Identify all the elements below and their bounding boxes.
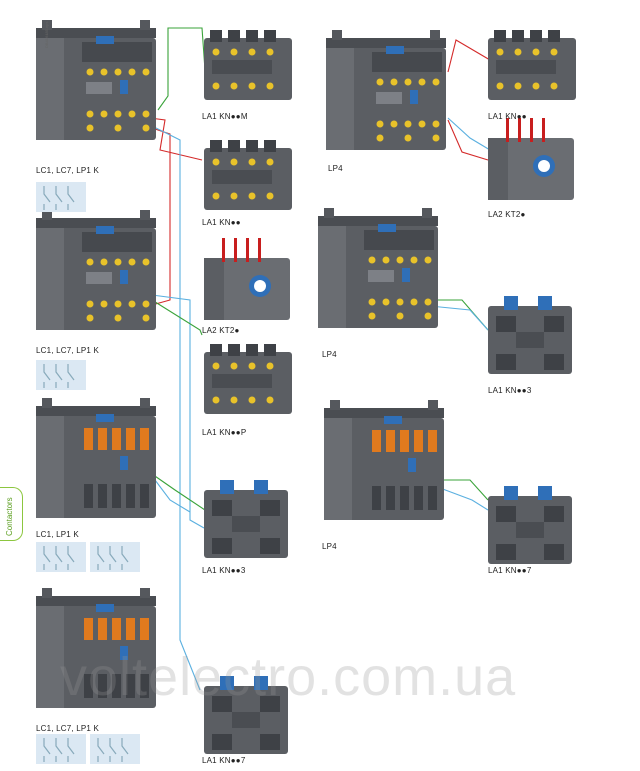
label-contactor-3: LC1, LP1 K xyxy=(36,530,79,539)
label-aux-8: LA2 KT2● xyxy=(488,210,526,219)
contact-diagram-3a xyxy=(36,542,86,572)
label-aux-10: LA1 KN●●7 xyxy=(488,566,532,575)
contact-diagram-1 xyxy=(36,182,86,212)
document-reference: DB416485.eps xyxy=(44,21,49,48)
label-contactor-4: LC1, LC7, LP1 K xyxy=(36,724,100,733)
label-aux-5: LA1 KN●●3 xyxy=(202,566,246,575)
label-aux-9: LA1 KN●●3 xyxy=(488,386,532,395)
side-tab[interactable]: Contactors xyxy=(0,487,23,541)
contact-diagram-3b xyxy=(90,542,140,572)
label-aux-1: LA1 KN●●M xyxy=(202,112,248,121)
contact-diagram-4b xyxy=(90,734,140,764)
label-lp4-2: LP4 xyxy=(322,350,337,359)
label-lp4-3: LP4 xyxy=(322,542,337,551)
label-aux-7: LA1 KN●● xyxy=(488,112,527,121)
label-aux-4: LA1 KN●●P xyxy=(202,428,247,437)
label-lp4-1: LP4 xyxy=(328,164,343,173)
label-contactor-1: LC1, LC7, LP1 K xyxy=(36,166,100,175)
label-aux-3: LA2 KT2● xyxy=(202,326,240,335)
side-tab-label: Contactors xyxy=(5,497,14,536)
contact-diagram-4a xyxy=(36,734,86,764)
label-contactor-2: LC1, LC7, LP1 K xyxy=(36,346,100,355)
label-aux-2: LA1 KN●● xyxy=(202,218,241,227)
contact-diagram-2 xyxy=(36,360,86,390)
label-aux-6: LA1 KN●●7 xyxy=(202,756,246,765)
